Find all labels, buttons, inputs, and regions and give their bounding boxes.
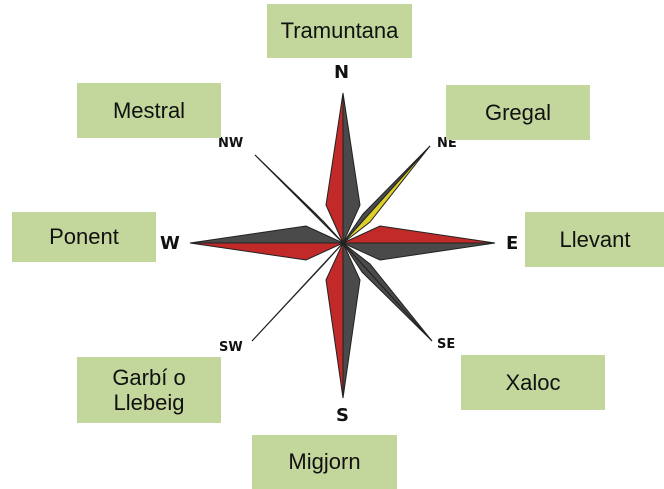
point-w-red	[190, 243, 343, 260]
wind-xaloc-label: Xaloc	[505, 370, 560, 395]
wind-ponent-label: Ponent	[49, 224, 119, 249]
wind-xaloc: Xaloc	[461, 355, 605, 410]
wind-migjorn-label: Migjorn	[288, 449, 360, 474]
wind-garbi: Garbí o Llebeig	[77, 357, 221, 423]
wind-ponent: Ponent	[12, 212, 156, 262]
wind-garbi-label: Garbí o Llebeig	[101, 365, 197, 416]
compass-label-nw: NW	[218, 136, 243, 151]
wind-migjorn: Migjorn	[252, 435, 397, 489]
point-e-dark	[343, 243, 495, 260]
point-e-red	[343, 226, 495, 243]
compass-label-s: S	[336, 405, 349, 426]
wind-llevant-label: Llevant	[560, 227, 631, 252]
wind-tramuntana-label: Tramuntana	[281, 18, 399, 43]
point-s-dark	[326, 243, 343, 398]
point-n-dark	[343, 93, 360, 243]
point-s-red	[343, 243, 360, 398]
wind-llevant: Llevant	[525, 212, 664, 267]
point-w-dark	[190, 226, 343, 243]
wind-gregal-label: Gregal	[485, 100, 551, 125]
compass-label-w: W	[160, 233, 180, 254]
compass-label-se: SE	[437, 337, 455, 352]
point-n-red	[326, 93, 343, 243]
wind-tramuntana: Tramuntana	[267, 4, 412, 58]
wind-mestral: Mestral	[77, 83, 221, 138]
wind-gregal: Gregal	[446, 85, 590, 140]
compass-label-e: E	[506, 233, 518, 254]
wind-mestral-label: Mestral	[113, 98, 185, 123]
compass-label-sw: SW	[219, 340, 243, 355]
compass-label-n: N	[334, 62, 349, 83]
